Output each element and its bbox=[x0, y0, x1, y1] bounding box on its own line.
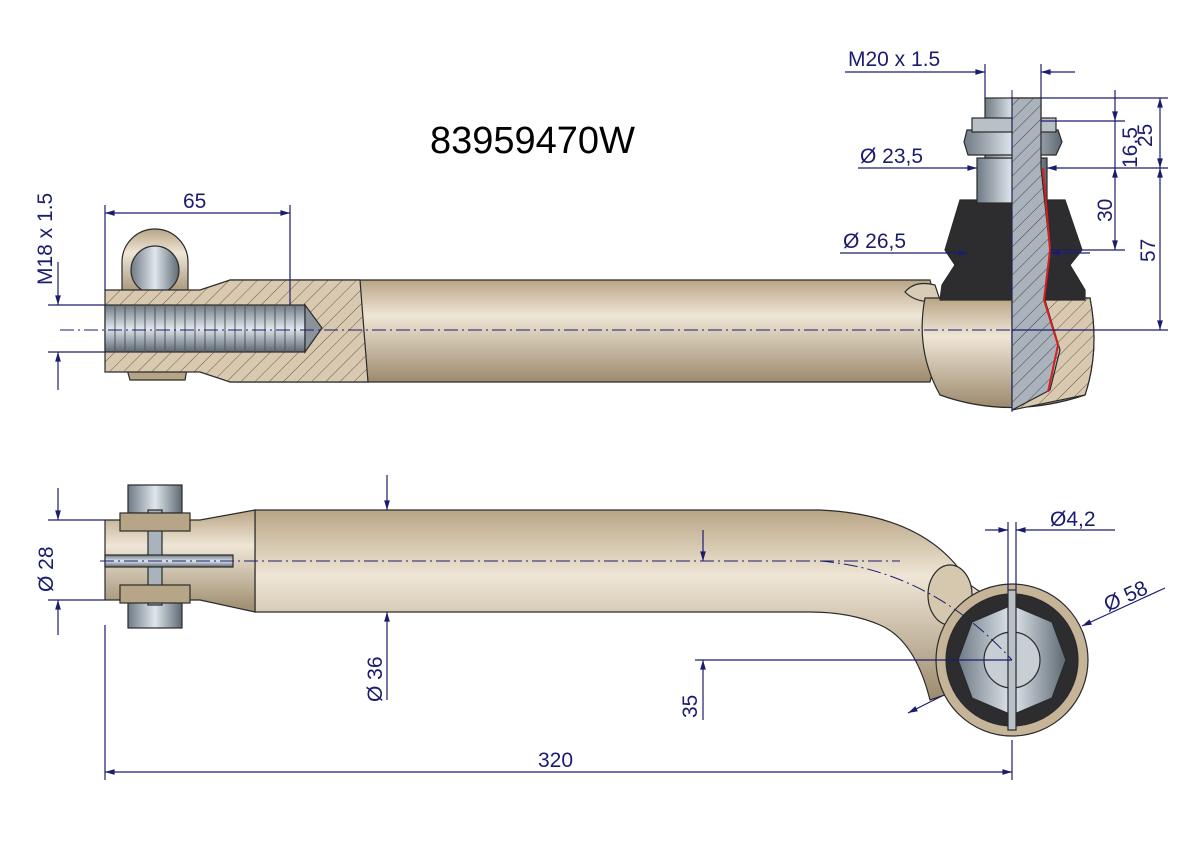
dim-taper-height: 30 bbox=[1094, 199, 1117, 222]
part-number: 83959470W bbox=[430, 120, 635, 162]
top-dimensions: 65 M18 x 1.5 M20 x 1.5 Ø 23,5 Ø 26,5 16,… bbox=[34, 48, 1168, 390]
top-view bbox=[60, 90, 1095, 412]
dim-total-height: 57 bbox=[1137, 239, 1160, 262]
bottom-view bbox=[100, 484, 1089, 737]
dim-pin-hole: Ø4,2 bbox=[1050, 508, 1096, 531]
dim-stud-diameter: Ø 23,5 bbox=[860, 145, 923, 168]
dim-boot-diameter: Ø 26,5 bbox=[843, 230, 906, 253]
clamp-bolt bbox=[119, 484, 191, 629]
tube-bottom bbox=[254, 509, 1011, 701]
dim-end-diameter: Ø 28 bbox=[35, 546, 58, 592]
dim-thread-height: 16,5 bbox=[1119, 127, 1142, 168]
dim-stud-thread: M20 x 1.5 bbox=[848, 48, 940, 71]
dim-tube-diameter: Ø 36 bbox=[364, 656, 387, 702]
dim-stud-length: 25 bbox=[1134, 124, 1157, 147]
section-line bbox=[1042, 167, 1060, 393]
dim-overall-length: 320 bbox=[538, 749, 573, 772]
dim-inner-thread: M18 x 1.5 bbox=[34, 193, 57, 285]
dim-housing-diameter: Ø 58 bbox=[1100, 576, 1151, 616]
dim-thread-length: 65 bbox=[183, 190, 206, 213]
dim-offset: 35 bbox=[679, 695, 702, 718]
